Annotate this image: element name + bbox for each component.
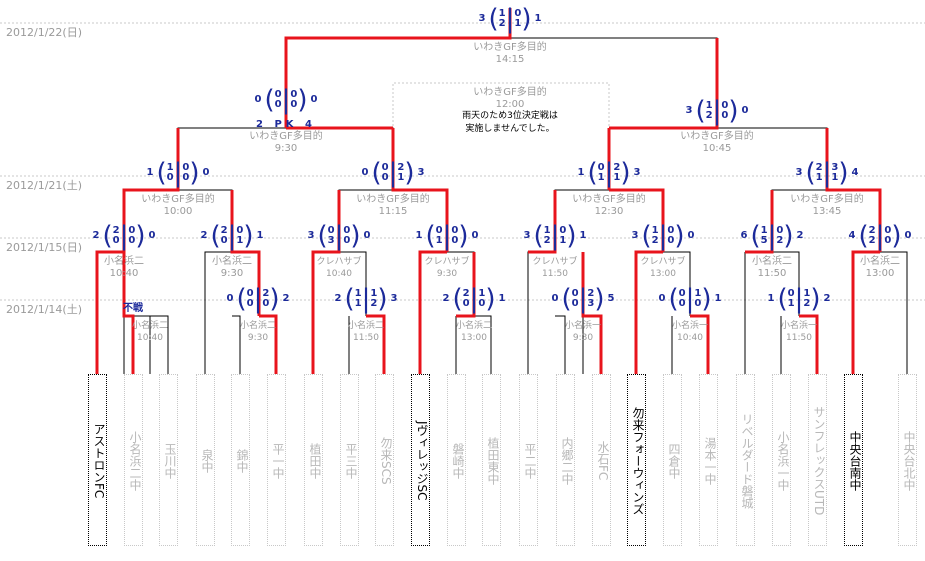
team-9: JヴィレッジSC: [411, 374, 430, 546]
team-3: 泉中: [196, 374, 215, 546]
team-19: 小名浜一中: [772, 374, 791, 546]
team-22: 中央台北中: [898, 374, 917, 546]
team-14: 水石FC: [592, 374, 611, 546]
team-15: 勿来フォーウィンズ: [627, 374, 646, 546]
team-18: リベルダード磐城: [736, 374, 755, 546]
date-round1: 2012/1/14(土): [6, 303, 82, 316]
team-2: 玉川中: [159, 374, 178, 546]
team-4: 錦中: [231, 374, 250, 546]
team-21: 中央台南中: [844, 374, 863, 546]
team-8: 勿来SCS: [375, 374, 394, 546]
team-10: 磐崎中: [447, 374, 466, 546]
third-place-lines: [392, 82, 610, 150]
team-5: 平一中: [267, 374, 286, 546]
date-round2: 2012/1/15(日): [6, 241, 82, 254]
team-12: 平二中: [519, 374, 538, 546]
third-place-note: 雨天のため3位決定戦は 実施しませんでした。: [462, 111, 558, 134]
team-11: 植田東中: [482, 374, 501, 546]
team-7: 平三中: [340, 374, 359, 546]
team-20: サンフレックスUTD: [808, 374, 827, 546]
walkover-label: 不戦: [123, 303, 143, 314]
team-6: 植田中: [304, 374, 323, 546]
team-16: 四倉中: [663, 374, 682, 546]
team-17: 湯本一中: [699, 374, 718, 546]
winning-lines: [95, 8, 882, 374]
date-final: 2012/1/22(日): [6, 26, 82, 39]
team-13: 内郷二中: [556, 374, 575, 546]
team-1: 小名浜二中: [124, 374, 143, 546]
team-0: アストロンFC: [88, 374, 107, 546]
pk-result: 2 PK 4: [256, 119, 316, 130]
date-sf-qf: 2012/1/21(土): [6, 179, 82, 192]
